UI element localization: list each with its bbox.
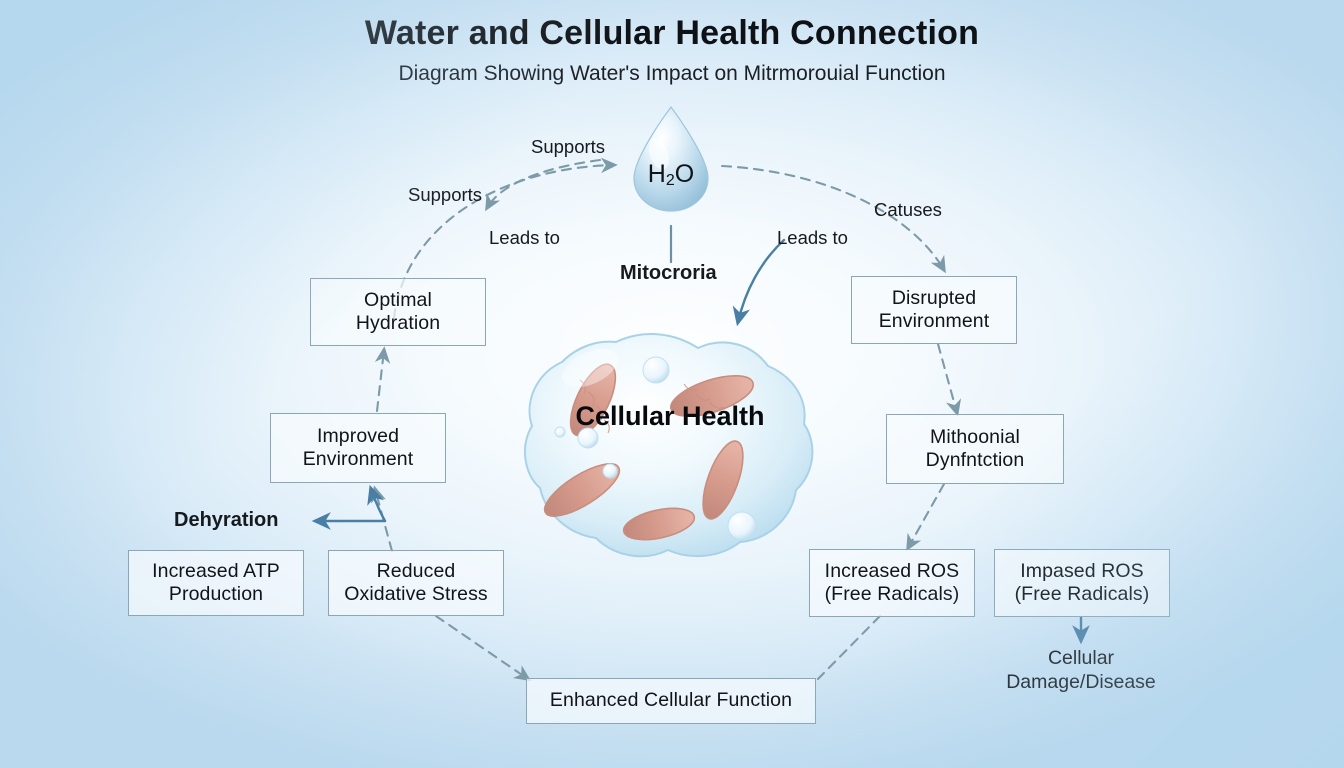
node-reduced-oxidative-stress[interactable]: Reduced Oxidative Stress <box>328 550 504 616</box>
edge-reduced-to-enhanced <box>434 614 532 682</box>
node-enhanced-cellular-function[interactable]: Enhanced Cellular Function <box>526 678 816 724</box>
node-increased-atp[interactable]: Increased ATP Production <box>128 550 304 616</box>
label-leads-to-right: Leads to <box>777 227 848 248</box>
edge-ros-to-enhanced <box>816 614 882 681</box>
node-increased-ros[interactable]: Increased ROS (Free Radicals) <box>809 549 975 617</box>
water-drop-icon <box>633 106 709 212</box>
page-title: Water and Cellular Health Connection <box>364 14 980 52</box>
cell-with-mitochondria-icon <box>524 333 814 558</box>
node-mitochondrial-dysfunction[interactable]: Mithoonial Dynfntction <box>886 414 1064 484</box>
edge-causes <box>720 164 946 274</box>
node-disrupted-environment[interactable]: Disrupted Environment <box>851 276 1017 344</box>
edge-improved-to-optimal <box>374 346 391 413</box>
h2o-label: H2O <box>647 160 695 189</box>
node-improved-environment[interactable]: Improved Environment <box>270 413 446 483</box>
edge-dehydration-up <box>367 484 387 523</box>
page-subtitle: Diagram Showing Water's Impact on Mitrmo… <box>398 62 946 85</box>
node-impaired-ros[interactable]: Impased ROS (Free Radicals) <box>994 549 1170 617</box>
edge-supports-inner <box>485 158 602 212</box>
node-optimal-hydration[interactable]: Optimal Hydration <box>310 278 486 346</box>
outcome-cellular-damage: Cellular Damage/Disease <box>1006 647 1156 694</box>
label-dehydration: Dehyration <box>174 509 279 531</box>
edge-disrupted-to-dysfunction <box>936 342 962 417</box>
label-supports-outer: Supports <box>531 136 606 157</box>
edge-leads-to-cell <box>732 238 786 327</box>
edge-dysfunction-to-ros <box>906 482 946 552</box>
label-supports-inner: Supports <box>408 184 483 205</box>
label-causes: Catuses <box>874 199 942 220</box>
label-mitochondria: Mitocroria <box>620 262 717 284</box>
label-leads-to-left: Leads to <box>489 227 560 248</box>
